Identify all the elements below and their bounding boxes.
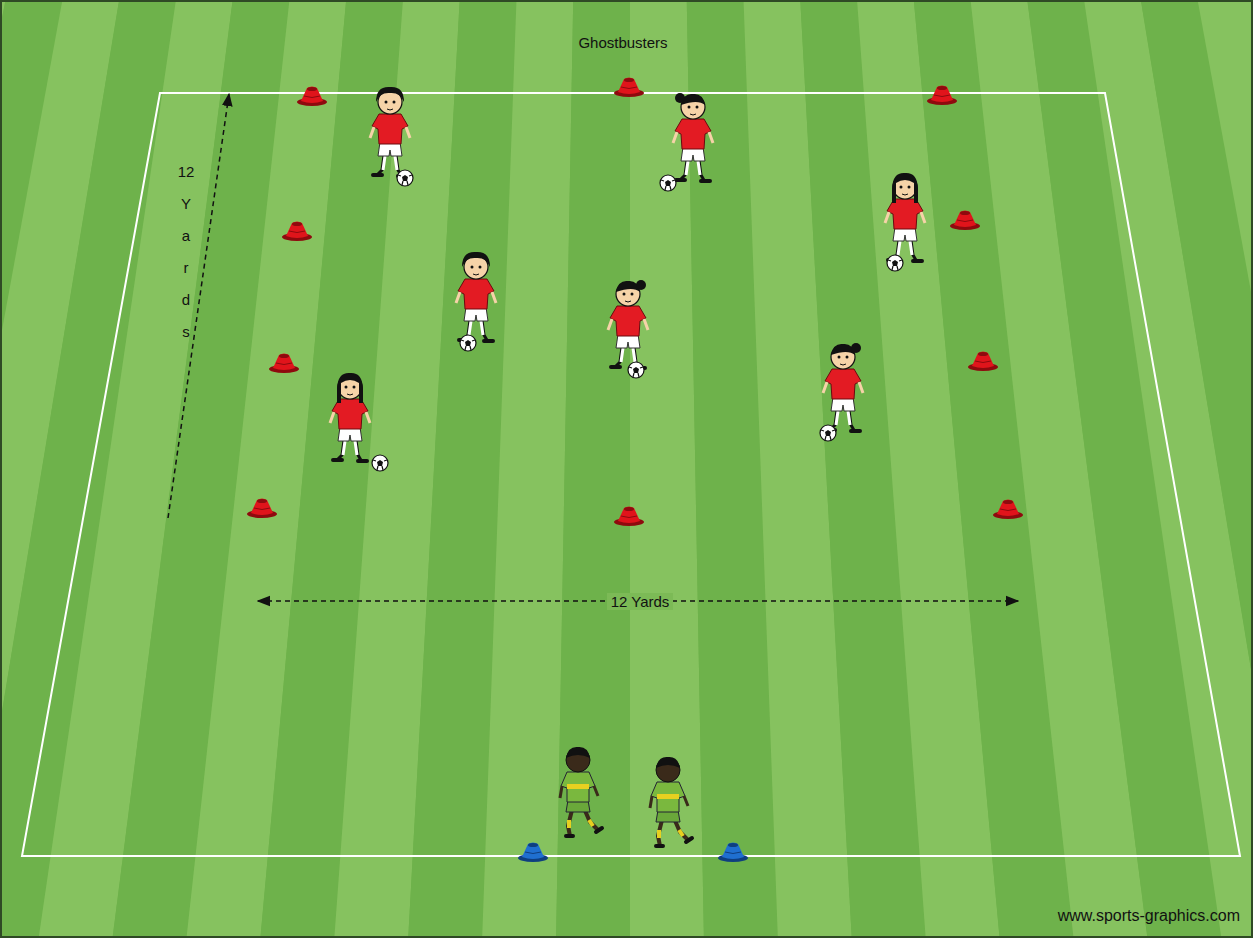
cone — [614, 507, 644, 527]
grass-stripe — [1198, 0, 1253, 938]
dimension-arrow — [168, 94, 229, 518]
cone — [614, 78, 644, 98]
soccer-ball — [887, 255, 903, 271]
dribbler-figure — [370, 87, 413, 186]
soccer-ball — [820, 425, 836, 441]
ghostbuster-figure — [560, 747, 602, 836]
grass-stripe — [556, 0, 630, 938]
dribbler-figure — [330, 373, 388, 471]
soccer-ball — [397, 170, 413, 186]
field-boundary — [22, 93, 1240, 856]
cone — [927, 86, 957, 106]
watermark: www.sports-graphics.com — [1058, 907, 1240, 925]
cone — [718, 843, 748, 863]
soccer-ball — [628, 362, 644, 378]
cone — [950, 211, 980, 231]
dimension-label: 12 Yards — [178, 156, 195, 348]
ghostbuster-figure — [650, 757, 692, 846]
cone — [269, 354, 299, 374]
cone — [247, 499, 277, 519]
cone — [968, 352, 998, 372]
cone — [518, 843, 548, 863]
cone — [993, 500, 1023, 520]
dribbler-figure — [885, 173, 925, 271]
cone — [297, 87, 327, 107]
soccer-ball — [460, 335, 476, 351]
dribbler-figure — [608, 280, 648, 378]
soccer-ball — [372, 455, 388, 471]
cone — [282, 222, 312, 242]
dimension-label: 12 Yards — [607, 593, 674, 610]
drill-title: Ghostbusters — [578, 34, 667, 51]
dribbler-figure — [660, 93, 713, 191]
dribbler-figure — [820, 343, 863, 441]
dribbler-figure — [456, 252, 496, 351]
soccer-ball — [660, 175, 676, 191]
